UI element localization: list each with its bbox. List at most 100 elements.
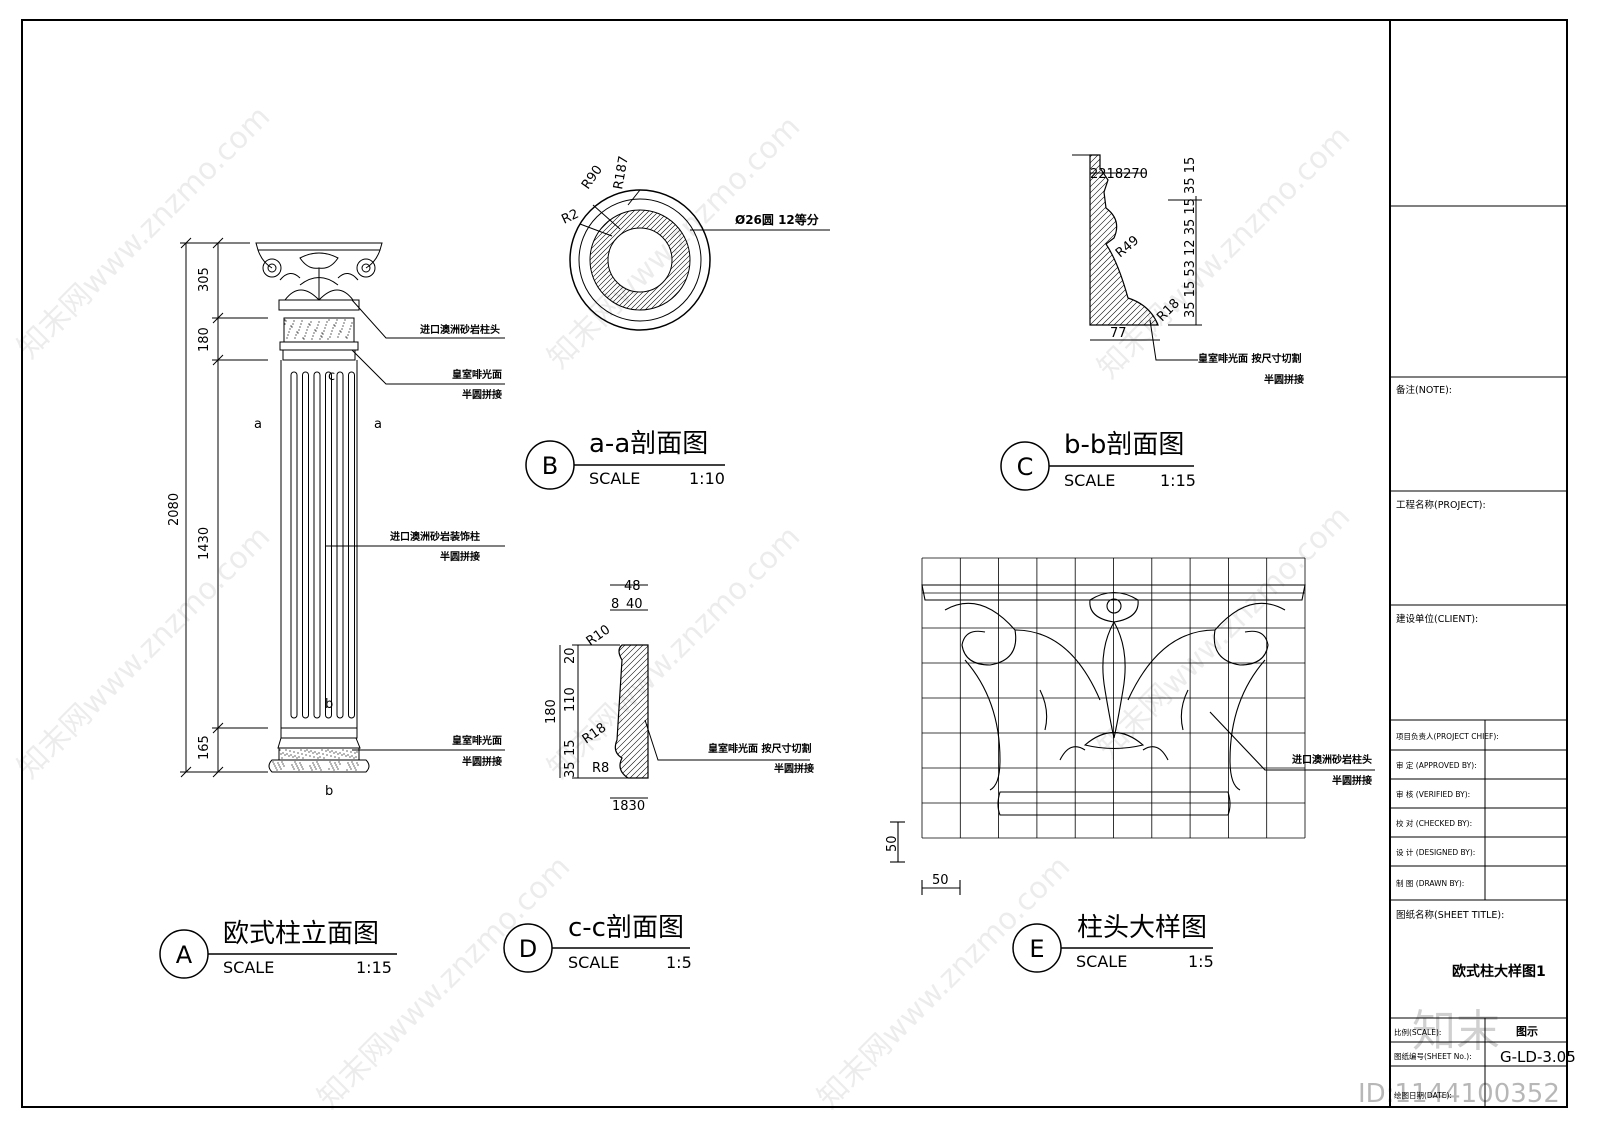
stone-dot: [283, 765, 285, 767]
detail-scale-label-E: SCALE: [1076, 952, 1127, 971]
stone-dot: [328, 319, 330, 321]
stone-dot: [354, 752, 356, 754]
bb-r49: R49: [1113, 233, 1142, 261]
stone-dot: [341, 328, 343, 330]
stone-dot: [287, 334, 289, 336]
detail-title-E: E 柱头大样图 SCALE 1:5: [1012, 913, 1214, 973]
dim-180: 180: [197, 327, 212, 352]
detail-scale-D: 1:5: [666, 953, 692, 972]
hatch-line: [615, 645, 648, 778]
cc-note-1: 皇室啡光面 按尺寸切割: [708, 742, 811, 755]
hatch-line: [615, 645, 648, 778]
hatch-line: [615, 645, 648, 778]
stone-dot: [345, 755, 347, 757]
stone-dot: [284, 754, 286, 756]
stone-dot: [331, 765, 333, 767]
cc-r8: R8: [592, 761, 609, 776]
detail-scale-C: 1:15: [1160, 471, 1196, 490]
stone-dot: [327, 338, 329, 340]
role-checked: 校 对 (CHECKED BY):: [1396, 818, 1472, 828]
cc-note-2: 半圆拼接: [774, 762, 814, 775]
stone-dot: [332, 767, 334, 769]
role-drawn: 制 图 (DRAWN BY):: [1396, 878, 1464, 888]
stone-dot: [329, 751, 331, 753]
capital-outline: [890, 584, 1375, 895]
stone-dot: [323, 330, 325, 332]
hatch-line: [644, 210, 690, 310]
stone-dot: [322, 753, 324, 755]
stone-dot: [272, 761, 274, 763]
hatch-line: [619, 210, 690, 310]
stone-dot: [304, 750, 306, 752]
stone-dot: [286, 753, 288, 755]
dim-r187: R187: [611, 155, 632, 191]
stone-dot: [343, 753, 345, 755]
watermark-2: 知末网www.znzmo.com: [541, 109, 807, 375]
stone-dot: [344, 319, 346, 321]
stone-dot: [354, 767, 356, 769]
stone-dot: [285, 320, 287, 322]
stone-dot: [302, 768, 304, 770]
stone-dot: [342, 749, 344, 751]
stone-dot: [301, 766, 303, 768]
hatch-line: [649, 210, 690, 310]
stone-dot: [284, 323, 286, 325]
stone-dot: [306, 749, 308, 751]
bb-77: 77: [1110, 326, 1127, 341]
client-label: 建设单位(CLIENT):: [1396, 613, 1478, 625]
stone-dot: [330, 755, 332, 757]
cut-label-b-bottom: b: [325, 784, 333, 799]
stone-dot: [285, 749, 287, 751]
hatch-line: [615, 645, 648, 778]
stone-dot: [349, 756, 351, 758]
watermark-1: 知末网www.znzmo.com: [11, 99, 277, 365]
hatch-line: [589, 210, 646, 310]
cc-48: 48: [624, 579, 641, 594]
hatch-line: [615, 645, 648, 778]
stone-dot: [335, 751, 337, 753]
title-block: [1389, 20, 1567, 1107]
cut-label-c: c: [328, 369, 335, 384]
watermark-id: ID:1144100352: [1358, 1079, 1560, 1109]
stone-dot: [353, 765, 355, 767]
stone-dot: [314, 751, 316, 753]
stone-dot: [288, 331, 290, 333]
detail-title-text-D: c-c剖面图: [568, 913, 684, 943]
section-bb: [1072, 154, 1202, 361]
stone-dot: [345, 336, 347, 338]
hatch-line: [589, 210, 641, 310]
hatch-line: [1090, 155, 1158, 325]
cc-bottom-dims: 1830: [612, 799, 645, 814]
dim-165: 165: [197, 735, 212, 760]
stone-dot: [315, 330, 317, 332]
stone-dot: [350, 325, 352, 327]
detail-letter-D: D: [519, 935, 537, 963]
hatch-line: [615, 645, 648, 778]
stone-dot: [341, 754, 343, 756]
dim-r90: R90: [579, 163, 606, 193]
cc-35: 35: [563, 761, 578, 778]
stone-dot: [315, 768, 317, 770]
stone-dot: [309, 765, 311, 767]
stone-dot: [297, 752, 299, 754]
stone-dot: [289, 328, 291, 330]
stone-dot: [302, 337, 304, 339]
capital-note-2: 半圆拼接: [1332, 774, 1372, 787]
hatch-line: [615, 645, 648, 778]
stone-dot: [357, 764, 359, 766]
stone-dot: [320, 335, 322, 337]
sheet-title-label: 图纸名称(SHEET TITLE):: [1396, 909, 1504, 921]
watermark-7: 知末网www.znzmo.com: [311, 849, 577, 1115]
stone-dot: [299, 762, 301, 764]
stone-dot: [310, 750, 312, 752]
stone-dot: [280, 753, 282, 755]
hatch-line: [589, 210, 626, 310]
stone-dot: [300, 749, 302, 751]
stone-dot: [313, 756, 315, 758]
stone-dot: [346, 337, 348, 339]
stone-dot: [313, 764, 315, 766]
flute: [348, 371, 355, 719]
cc-15: 15: [563, 739, 578, 756]
